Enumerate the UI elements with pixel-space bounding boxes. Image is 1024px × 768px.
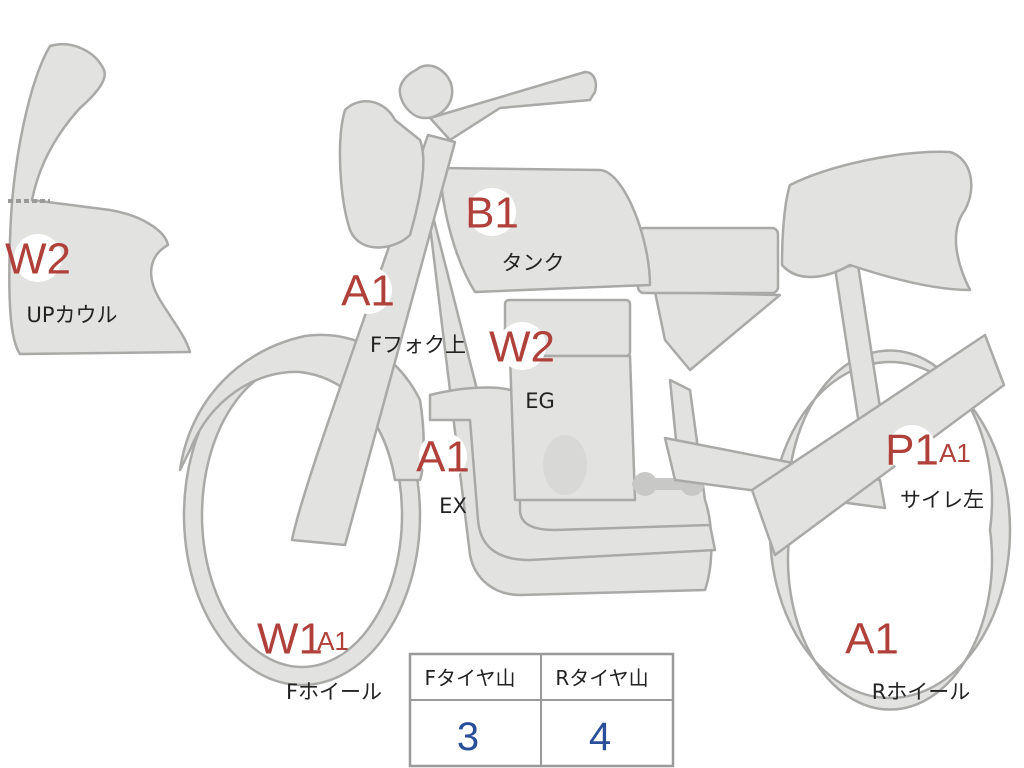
badge-code: A1	[341, 267, 395, 316]
badge-circle	[939, 436, 971, 468]
f-wheel-badge-a1: A1	[317, 624, 349, 656]
mirror-part	[398, 64, 454, 120]
badge-circle	[468, 188, 516, 236]
badge-circle	[266, 614, 314, 662]
table-header-f-tread: Fタイヤ山	[425, 666, 516, 690]
f-fork-upper-badge-a1: A1	[341, 266, 395, 316]
badge-circle	[344, 266, 392, 314]
engine-badge-w2: W2	[489, 322, 555, 372]
badge-code: W2	[489, 323, 555, 372]
badge-code: P1	[885, 426, 939, 475]
f-wheel-label: Fホイール	[286, 680, 382, 704]
badge-circle	[848, 614, 896, 662]
badge-circle	[498, 322, 546, 370]
table-header-r-tread: Rタイヤ山	[555, 666, 648, 690]
exhaust-label: EX	[439, 494, 467, 518]
r-wheel-badge-a1: A1	[845, 614, 899, 664]
badge-code: W2	[5, 235, 71, 284]
badge-circle	[14, 234, 62, 282]
handlebar-part	[428, 70, 598, 142]
badge-code: B1	[465, 189, 519, 238]
silencer-part	[750, 333, 1006, 557]
badge-code: A1	[845, 615, 899, 664]
up-cowl-label: UPカウル	[26, 303, 117, 327]
badge-circle	[317, 624, 349, 656]
tank-label: タンク	[502, 251, 565, 275]
silencer-left-label: サイレ左	[900, 488, 984, 512]
badge-circle	[888, 425, 936, 473]
badge-code: A1	[939, 438, 971, 468]
r-wheel-label: Rホイール	[872, 680, 971, 704]
tread-table: Fタイヤ山 Rタイヤ山 3 4	[408, 652, 675, 768]
up-cowl-part	[8, 43, 192, 356]
silencer-left-badge-a1: A1	[939, 436, 971, 468]
side-cover-part	[636, 226, 780, 295]
engine-label: EG	[525, 389, 555, 413]
up-cowl-badge-w2: W2	[5, 234, 71, 284]
silencer-left-badge-p1: P1	[885, 425, 939, 475]
marker-labels: UPカウル タンク Fフォク上 EG EX サイレ左 Fホイール Rホイール	[26, 251, 984, 704]
rear-fender-part	[653, 290, 782, 372]
badge-circle	[419, 432, 467, 480]
f-wheel-badge-w1: W1	[257, 614, 323, 664]
f-fork-upper-label: Fフォク上	[370, 333, 466, 357]
table-value-f-tread: 3	[457, 715, 479, 759]
badge-code: A1	[317, 626, 349, 656]
badge-code: A1	[416, 433, 470, 482]
exhaust-badge-a1: A1	[416, 432, 470, 482]
seat-part	[780, 150, 973, 292]
headlight-part	[338, 100, 425, 249]
front-fork-part	[290, 133, 457, 547]
badge-code: W1	[257, 615, 323, 664]
table-value-r-tread: 4	[589, 715, 611, 759]
tank-badge-b1: B1	[465, 188, 519, 238]
